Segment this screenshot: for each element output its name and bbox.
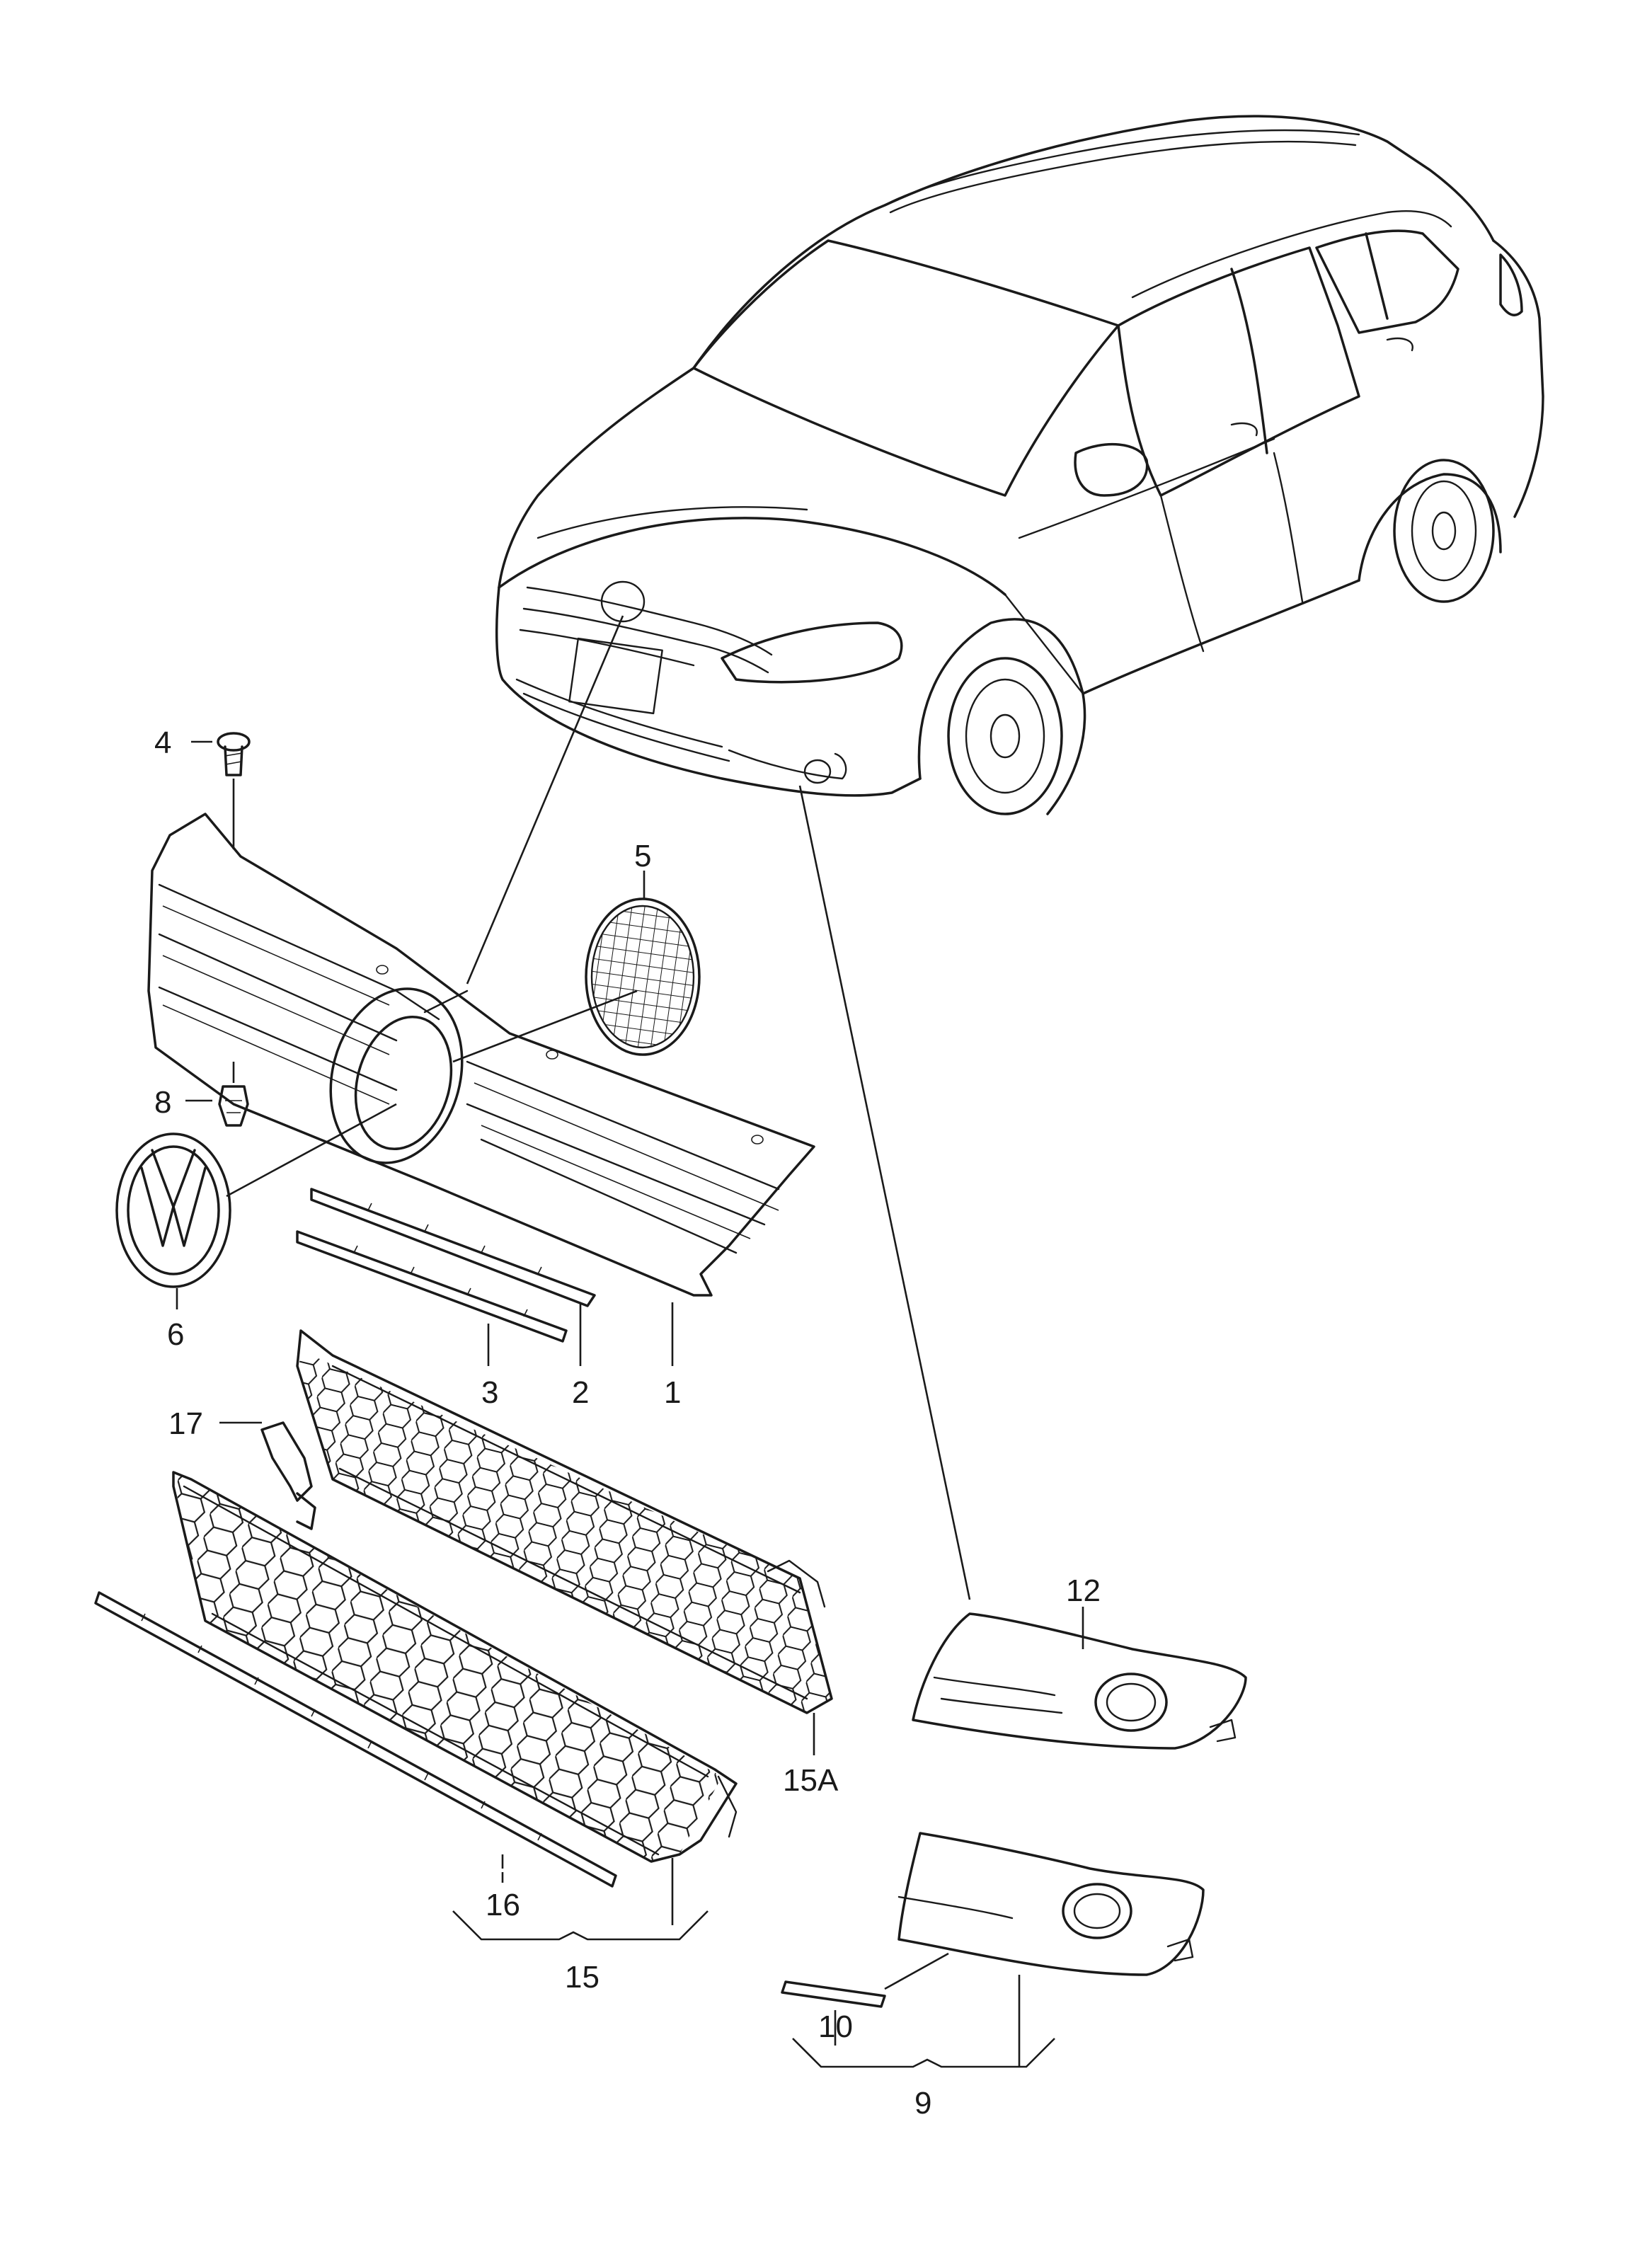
emblem-mesh-part-5 <box>452 871 701 1063</box>
callout-6: 6 <box>167 1317 184 1352</box>
fog-lamp-trim-part-9 <box>897 1832 1205 1976</box>
screw-part-4 <box>217 732 251 849</box>
trim-strip-part-3 <box>296 1230 568 1343</box>
trim-strip-part-2 <box>310 1188 596 1307</box>
clip-part-8 <box>218 1062 249 1127</box>
callout-3: 3 <box>481 1375 498 1410</box>
callout-1: 1 <box>664 1375 681 1410</box>
leader-car-to-grille <box>466 615 624 985</box>
callout-4: 4 <box>154 725 171 760</box>
callout-15a: 15A <box>783 1763 839 1798</box>
callout-8: 8 <box>154 1085 171 1120</box>
callout-15: 15 <box>565 1960 600 1995</box>
callout-2: 2 <box>572 1375 589 1410</box>
callout-17: 17 <box>168 1406 203 1441</box>
trim-strip-part-16 <box>94 1591 617 1888</box>
callout-16: 16 <box>486 1888 520 1922</box>
callout-12: 12 <box>1066 1573 1101 1608</box>
vw-emblem-part-6 <box>115 1103 397 1309</box>
upper-grille-part <box>147 813 815 1297</box>
trim-strip-part-10 <box>781 1952 949 2046</box>
bracket-part-17 <box>219 1421 316 1530</box>
vehicle-outline <box>495 115 1544 815</box>
callout-10: 10 <box>818 2009 853 2044</box>
callout-5: 5 <box>634 839 651 873</box>
callout-leaders <box>185 740 1055 2068</box>
fog-lamp-trim-part-12 <box>912 1607 1247 1750</box>
callout-9: 9 <box>914 2086 931 2121</box>
leader-car-to-fog-trim <box>798 785 971 1600</box>
